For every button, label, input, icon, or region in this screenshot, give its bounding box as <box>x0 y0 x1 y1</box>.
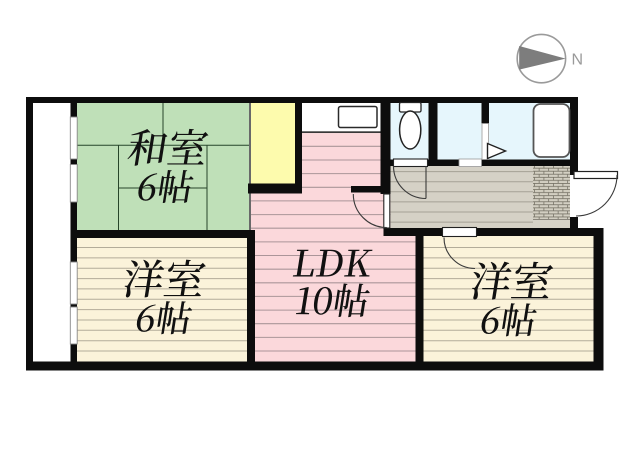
svg-text:N: N <box>572 52 584 69</box>
